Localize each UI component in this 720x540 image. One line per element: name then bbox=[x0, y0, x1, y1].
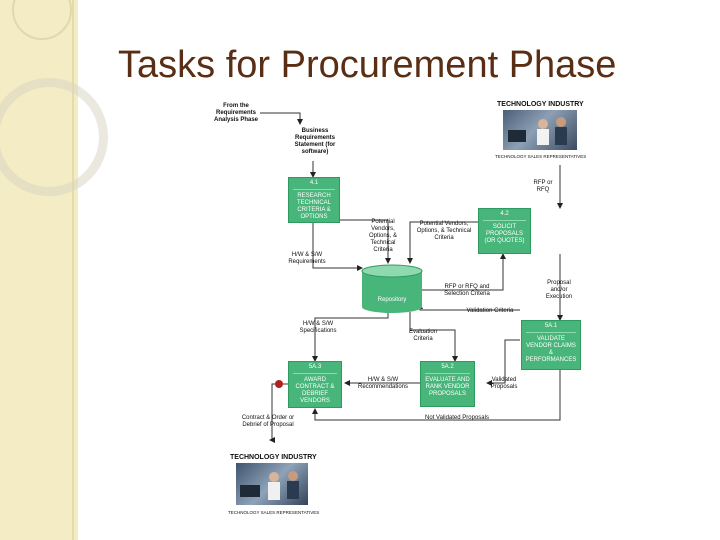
decorative-stripe-line bbox=[72, 0, 74, 540]
decorative-ring-large bbox=[0, 78, 108, 196]
industry-bottom-photo bbox=[236, 463, 308, 505]
potential-vendors-label-left: Potential Vendors, Options, & Technical … bbox=[368, 219, 397, 253]
hw-sw-specifications-label: H/W & S/W Specifications bbox=[299, 321, 337, 334]
not-validated-proposals-label: Not Validated Proposals bbox=[425, 415, 489, 421]
validated-proposals-label: Validated Proposals bbox=[490, 377, 518, 390]
process-box-4-2: 4.2 Solicit Proposals (or quotes) bbox=[478, 208, 531, 254]
people-icon bbox=[508, 117, 567, 145]
process-text: Solicit Proposals (or quotes) bbox=[484, 224, 525, 244]
process-id: 5A.3 bbox=[293, 364, 337, 374]
process-text: Research Technical Criteria & Options bbox=[296, 193, 331, 220]
repository-label: Repository bbox=[377, 297, 407, 303]
hw-sw-recommendations-label: H/W & S/W Recommendations bbox=[357, 377, 409, 390]
process-text: Validate Vendor Claims & Performances bbox=[525, 336, 577, 363]
process-box-5a-2: 5A.2 Evaluate and Rank Vendor Proposals bbox=[420, 361, 475, 407]
contract-debrief-label: Contract & Order or Debrief of Proposal bbox=[241, 415, 295, 428]
process-box-5a-3: 5A.3 Award Contract & Debrief Vendors bbox=[288, 361, 342, 408]
process-id: 5A.2 bbox=[425, 364, 470, 374]
proposal-execution-label: Proposal and/or Execution bbox=[545, 280, 573, 300]
industry-top-photo bbox=[503, 110, 577, 150]
industry-top-caption: Technology Sales Representatives bbox=[495, 154, 587, 159]
from-analysis-label: From the Requirements Analysis Phase bbox=[213, 103, 259, 123]
process-id: 4.2 bbox=[483, 211, 526, 221]
industry-top-title: TECHNOLOGY INDUSTRY bbox=[497, 101, 584, 108]
process-text: Award Contract & Debrief Vendors bbox=[295, 377, 335, 404]
process-id: 5A.1 bbox=[526, 323, 576, 333]
evaluation-criteria-label: Evaluation Criteria bbox=[408, 329, 438, 342]
process-text: Evaluate and Rank Vendor Proposals bbox=[425, 377, 470, 397]
validation-criteria-label: Validation Criteria bbox=[466, 308, 514, 314]
repository-cylinder-icon bbox=[361, 264, 423, 313]
hw-sw-requirements-label: H/W & S/W Requirements bbox=[288, 252, 326, 265]
rfp-label: RFP or RFQ bbox=[533, 180, 553, 193]
process-box-4-1: 4.1 Research Technical Criteria & Option… bbox=[288, 177, 340, 223]
rfp-selection-criteria-label: RFP or RFQ and Selection Criteria bbox=[444, 284, 490, 297]
slide-title: Tasks for Procurement Phase bbox=[118, 44, 617, 86]
industry-bottom-caption: Technology Sales Representatives bbox=[228, 510, 320, 515]
potential-vendors-label-right: Potential Vendors, Options, & Technical … bbox=[416, 221, 472, 241]
people-icon bbox=[240, 471, 299, 500]
process-box-5a-1: 5A.1 Validate Vendor Claims & Performanc… bbox=[521, 320, 581, 370]
industry-bottom-title: TECHNOLOGY INDUSTRY bbox=[230, 454, 317, 461]
business-requirements-label: Business Requirements Statement (for sof… bbox=[294, 128, 336, 155]
process-id: 4.1 bbox=[293, 180, 335, 190]
